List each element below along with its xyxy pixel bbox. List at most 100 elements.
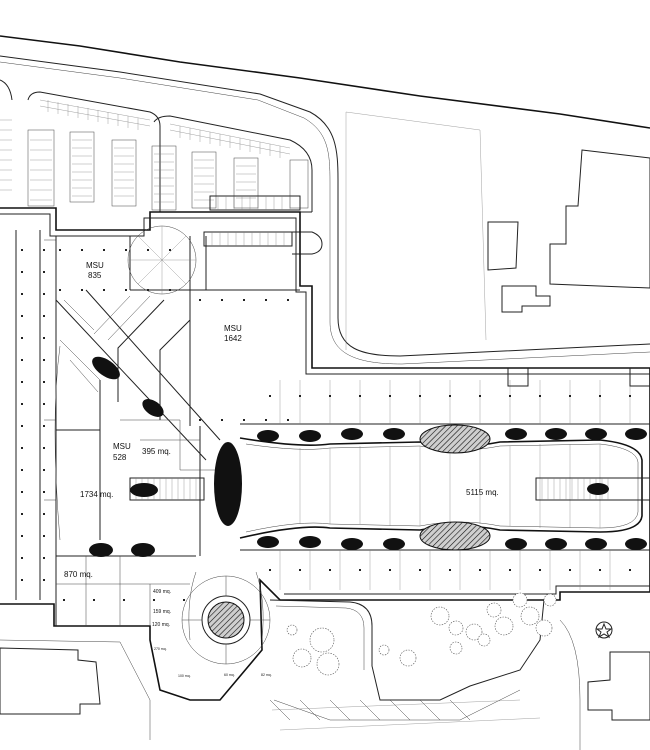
label-msu-528-area: 528 — [113, 453, 127, 462]
column-marker — [269, 395, 271, 397]
column-marker — [123, 599, 125, 601]
column-marker — [43, 271, 45, 273]
column-marker — [43, 425, 45, 427]
column-marker — [59, 249, 61, 251]
column-marker — [147, 249, 149, 251]
label-area-409: 409 mq. — [153, 589, 171, 595]
area-labels: MSU 835 MSU 1642 MSU 528 395 mq. 1734 mq… — [64, 261, 499, 678]
label-msu-1642-name: MSU — [224, 324, 242, 333]
label-area-120: 120 mq. — [152, 622, 170, 628]
column-marker — [93, 599, 95, 601]
column-marker — [21, 425, 23, 427]
column-marker — [125, 289, 127, 291]
column-marker — [43, 381, 45, 383]
column-marker — [269, 569, 271, 571]
structural-grid — [21, 249, 631, 601]
column-marker — [169, 249, 171, 251]
rotunda-north — [127, 225, 197, 295]
column-marker — [21, 271, 23, 273]
column-marker — [81, 289, 83, 291]
site-boundary — [0, 35, 650, 365]
column-marker — [43, 491, 45, 493]
column-marker — [21, 359, 23, 361]
column-marker — [243, 419, 245, 421]
column-marker — [243, 299, 245, 301]
label-area-100: 100 mq. — [178, 674, 191, 678]
column-marker — [21, 381, 23, 383]
column-marker — [21, 557, 23, 559]
label-msu-1642-area: 1642 — [224, 334, 242, 343]
column-marker — [509, 569, 511, 571]
column-marker — [125, 249, 127, 251]
column-marker — [199, 419, 201, 421]
column-marker — [539, 569, 541, 571]
column-marker — [103, 249, 105, 251]
column-marker — [479, 395, 481, 397]
label-area-395: 395 mq. — [142, 447, 171, 456]
column-marker — [199, 299, 201, 301]
column-marker — [43, 315, 45, 317]
diagonal-galleria — [54, 289, 240, 541]
parking-area-north — [0, 79, 323, 255]
label-area-270: 270 mq. — [154, 647, 167, 651]
column-marker — [449, 395, 451, 397]
column-marker — [221, 299, 223, 301]
column-marker — [43, 557, 45, 559]
label-area-5115: 5115 mq. — [466, 488, 499, 497]
column-marker — [479, 569, 481, 571]
column-marker — [183, 599, 185, 601]
column-marker — [43, 249, 45, 251]
label-area-870: 870 mq. — [64, 570, 93, 579]
column-marker — [43, 513, 45, 515]
column-marker — [359, 569, 361, 571]
column-marker — [287, 299, 289, 301]
column-marker — [329, 395, 331, 397]
column-marker — [329, 569, 331, 571]
skylight-markers — [89, 356, 647, 557]
column-marker — [389, 395, 391, 397]
label-area-159: 159 mq. — [153, 609, 171, 615]
rotunda-south — [181, 571, 271, 665]
label-area-1734: 1734 mq. — [80, 490, 113, 499]
column-marker — [63, 599, 65, 601]
column-marker — [287, 419, 289, 421]
column-marker — [43, 403, 45, 405]
column-marker — [43, 469, 45, 471]
column-marker — [569, 395, 571, 397]
column-marker — [153, 599, 155, 601]
column-marker — [21, 447, 23, 449]
column-marker — [103, 289, 105, 291]
column-marker — [449, 569, 451, 571]
column-marker — [43, 293, 45, 295]
column-marker — [599, 395, 601, 397]
column-marker — [629, 569, 631, 571]
column-marker — [147, 289, 149, 291]
column-marker — [21, 491, 23, 493]
column-marker — [21, 249, 23, 251]
column-marker — [81, 249, 83, 251]
label-msu-835-area: 835 — [88, 271, 102, 280]
column-marker — [569, 569, 571, 571]
column-marker — [265, 419, 267, 421]
column-marker — [509, 395, 511, 397]
mall-building — [0, 207, 650, 701]
column-marker — [21, 293, 23, 295]
column-marker — [299, 395, 301, 397]
column-marker — [21, 469, 23, 471]
column-marker — [43, 447, 45, 449]
column-marker — [43, 337, 45, 339]
column-marker — [299, 569, 301, 571]
column-marker — [21, 403, 23, 405]
column-marker — [539, 395, 541, 397]
column-marker — [599, 569, 601, 571]
column-marker — [21, 337, 23, 339]
column-marker — [419, 395, 421, 397]
neighbour-buildings — [0, 149, 650, 750]
column-marker — [359, 395, 361, 397]
column-marker — [419, 569, 421, 571]
label-msu-835-name: MSU — [86, 261, 104, 270]
column-marker — [169, 289, 171, 291]
column-marker — [43, 535, 45, 537]
east-gallery — [239, 368, 650, 590]
